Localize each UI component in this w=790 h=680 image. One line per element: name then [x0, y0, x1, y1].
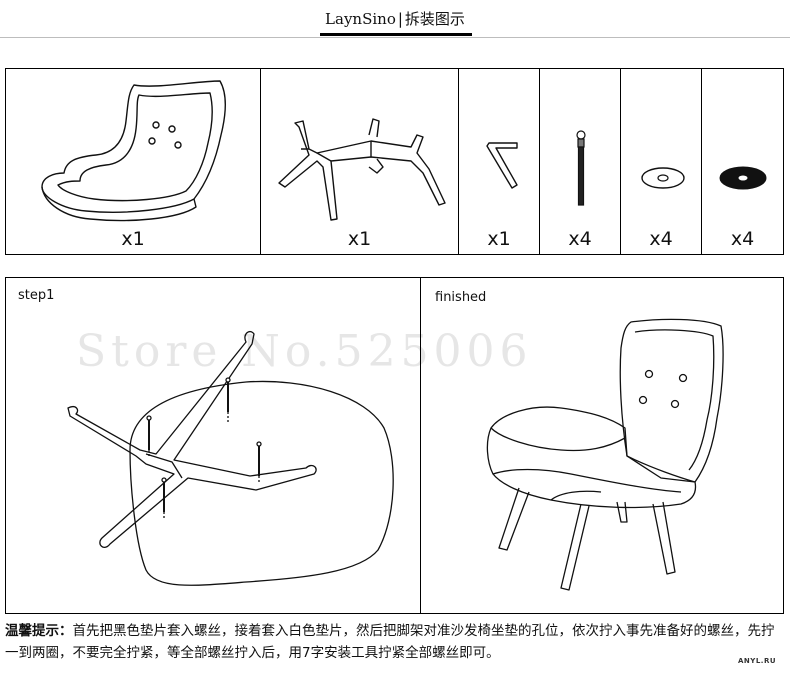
part-qty: x4 [649, 228, 673, 250]
parts-table: x1 x1 x1 x4 [5, 68, 784, 255]
part-cell-seat: x1 [6, 69, 261, 254]
leg-frame-icon [278, 118, 446, 221]
allen-key-icon [486, 142, 518, 189]
finished-label: finished [435, 290, 487, 305]
part-cell-white-washer: x4 [621, 69, 702, 254]
part-cell-bolt: x4 [540, 69, 621, 254]
tip-label: 温馨提示： [5, 623, 73, 639]
title-underline [320, 33, 472, 36]
assembly-steps: Store No.525006 step1 [5, 277, 784, 614]
title-separator: | [397, 10, 403, 28]
part-qty: x4 [568, 228, 592, 250]
step1-illustration [67, 330, 394, 586]
part-qty: x1 [487, 228, 511, 250]
finished-panel: finished [421, 278, 783, 613]
brand-name: LaynSino [325, 10, 396, 28]
corner-badge: ANYL.RU [738, 657, 777, 665]
white-washer-icon [641, 167, 685, 189]
step1-panel: step1 [6, 278, 421, 613]
step1-label: step1 [18, 288, 55, 303]
part-cell-black-washer: x4 [702, 69, 783, 254]
part-cell-allen-key: x1 [459, 69, 540, 254]
part-qty: x4 [730, 228, 755, 250]
title-subtitle: 拆装图示 [404, 10, 465, 28]
page-title: LaynSino|拆装图示 [0, 8, 790, 29]
finished-chair-illustration [486, 318, 724, 591]
tip-text: 首先把黑色垫片套入螺丝，接着套入白色垫片，然后把脚架对准沙发椅坐垫的孔位，依次拧… [5, 623, 775, 661]
part-qty: x1 [121, 228, 145, 250]
bolt-icon [576, 130, 586, 206]
part-cell-legs: x1 [261, 69, 459, 254]
assembly-tip: 温馨提示：首先把黑色垫片套入螺丝，接着套入白色垫片，然后把脚架对准沙发椅坐垫的孔… [5, 620, 785, 664]
chair-seat-icon [41, 80, 227, 222]
part-qty: x1 [347, 228, 372, 250]
black-washer-icon [719, 166, 767, 190]
header-divider [0, 37, 790, 38]
